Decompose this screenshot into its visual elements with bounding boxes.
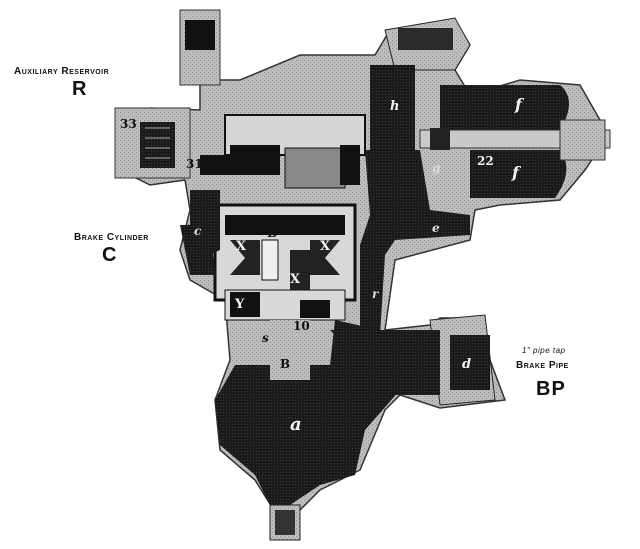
piston-chamber-h <box>370 65 415 155</box>
mark-d-port: d <box>462 357 471 372</box>
brake-cylinder-label: Brake Cylinder <box>74 232 149 243</box>
mark-x-left: X <box>236 239 247 254</box>
brake-pipe-letter: BP <box>536 378 566 400</box>
brake-cylinder-letter: C <box>102 244 118 266</box>
passage-e <box>360 150 470 335</box>
mark-a-bottom: a <box>290 414 302 435</box>
chamber-a <box>215 320 400 505</box>
mark-x-mid: X <box>290 272 301 287</box>
mark-b-upper: B <box>267 226 277 240</box>
aux-reservoir-letter: R <box>72 78 88 100</box>
mark-g: g <box>432 161 440 175</box>
mark-10: 10 <box>293 319 310 333</box>
mark-x-right: X <box>320 239 331 254</box>
mark-f-lower: f <box>511 163 522 182</box>
mark-h: h <box>390 99 399 114</box>
brake-pipe-label: Brake Pipe <box>516 360 569 371</box>
mark-33: 33 <box>120 117 137 131</box>
mark-e: e <box>432 221 440 235</box>
mark-b-lower: B <box>280 357 290 371</box>
chamber-f-lower <box>470 150 567 198</box>
pipe-tap-label: 1" pipe tap <box>522 346 566 355</box>
mark-22: 22 <box>477 154 494 168</box>
mark-f-upper: f <box>514 95 525 114</box>
mark-31: 31 <box>186 157 203 171</box>
mark-c: c <box>194 224 202 238</box>
mark-s: s <box>262 331 269 345</box>
aux-reservoir-label: Auxiliary Reservoir <box>14 66 110 77</box>
mark-y: Y <box>234 297 245 312</box>
mark-r: r <box>372 287 380 301</box>
chamber-f-upper <box>440 85 569 130</box>
